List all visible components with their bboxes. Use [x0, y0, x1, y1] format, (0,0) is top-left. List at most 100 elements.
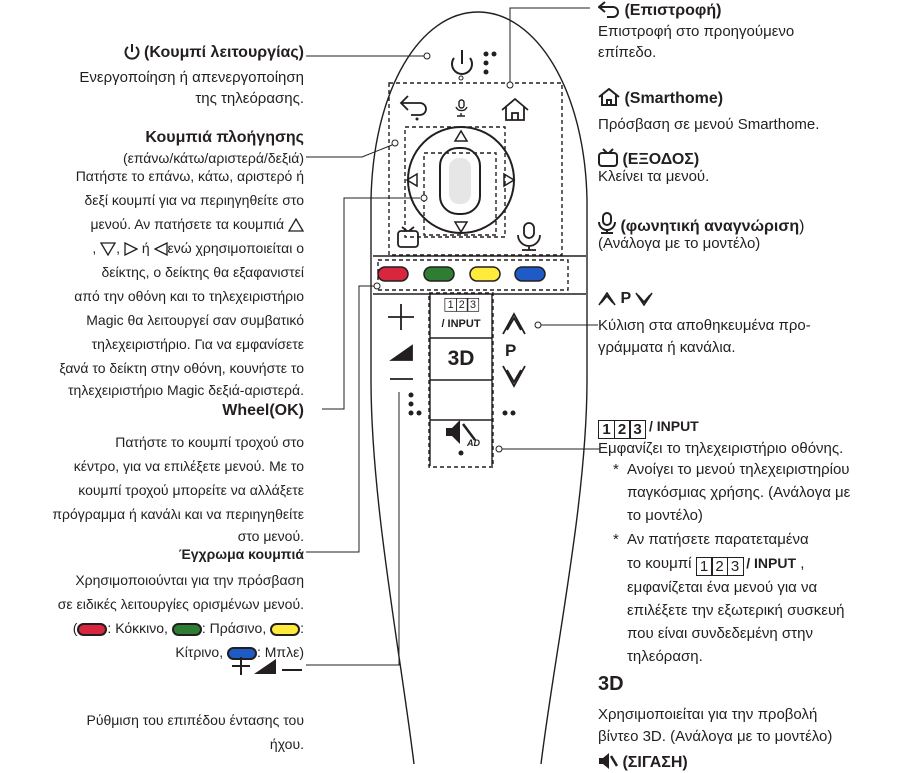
- up-triangle-icon: [288, 218, 304, 232]
- input-bullet1-line: παγκόσμιας χρήσης. (Ανάλογα με: [627, 484, 851, 501]
- power-desc-1: Ενεργοποίηση ή απενεργοποίηση: [79, 69, 304, 86]
- wheel-desc-line: κουμπί τροχού μπορείτε να αλλάξετε: [78, 482, 304, 498]
- input-dashed-area: [428, 292, 494, 468]
- input-desc: Εμφανίζει το τηλεχειριστήριο οθόνης.: [598, 440, 844, 457]
- remote-red-key: [377, 266, 409, 282]
- green-chip: [171, 623, 202, 636]
- exit-icon: [598, 148, 618, 167]
- home-desc: Πρόσβαση σε μενού Smarthome.: [598, 116, 820, 133]
- input-bullet2-line: εμφανίζεται ένα μενού για να: [627, 579, 818, 596]
- remote-channel-keys: [502, 312, 526, 388]
- voice-desc: (Ανάλογα με το μοντέλο): [598, 235, 761, 252]
- remote-p-label: P: [505, 341, 517, 360]
- channel-desc-line: γράμματα ή κανάλια.: [598, 339, 736, 356]
- power-icon: [124, 44, 140, 60]
- wheel-desc-line: Πατήστε το κουμπί τροχού στο: [115, 434, 304, 450]
- remote-exit-icon: [397, 226, 419, 248]
- remote-voice-icon: [517, 222, 541, 251]
- exit-desc: Κλείνει τα μενού.: [598, 168, 710, 185]
- channel-up-icon: [598, 292, 616, 306]
- remote-blue-key: [514, 266, 546, 282]
- three-d-desc-line: Χρησιμοποιείται για την προβολή: [598, 706, 818, 723]
- color-legend-line-1: (: Κόκκινο, : Πράσινο, :: [72, 620, 304, 636]
- color-desc-line: Χρησιμοποιούνται για την πρόσβαση: [75, 572, 304, 588]
- input-bullet1-line: το μοντέλο): [627, 507, 703, 524]
- nav-desc-line: , , ή ενώ χρησιμοποιείται ο: [92, 240, 304, 256]
- red-chip: [77, 623, 108, 636]
- bullet-mark: *: [613, 531, 619, 548]
- home-icon: [598, 88, 620, 106]
- right-triangle-icon: [124, 242, 138, 256]
- wheel-desc-line: κέντρο, για να επιλέξετε μενού. Με το: [73, 458, 304, 474]
- remote-volume-keys: [388, 304, 414, 380]
- remote-body: [370, 11, 588, 764]
- wheel-button: [439, 147, 481, 215]
- color-legend-line-2: Κίτρινο, : Μπλε): [175, 644, 304, 660]
- nav-desc-line: ξανά το δείκτη στην οθόνη, κουνήστε το: [59, 360, 304, 376]
- yellow-chip: [270, 623, 301, 636]
- power-desc-2: της τηλεόρασης.: [195, 90, 304, 107]
- nav-right-arrow: [503, 172, 516, 188]
- down-triangle-icon: [100, 242, 117, 256]
- left-triangle-icon: [153, 242, 168, 256]
- wheel-desc-line: στο μενού.: [237, 528, 304, 544]
- back-desc-line: Επιστροφή στο προηγούμενο: [598, 23, 795, 40]
- remote-mic-icon-small: [455, 99, 468, 117]
- nav-down-arrow: [453, 221, 469, 234]
- microphone-icon: [598, 212, 616, 234]
- home-heading: (Smarthome): [598, 88, 723, 109]
- wheel-desc-line: πρόγραμμα ή κανάλι και να περιηγηθείτε: [52, 506, 304, 522]
- channel-desc-line: Κύλιση στα αποθηκευμένα προ-: [598, 317, 811, 334]
- channel-down-icon: [635, 292, 653, 306]
- svg-text:AD: AD: [466, 438, 480, 448]
- volume-symbols-icon: [232, 657, 302, 675]
- wheel-dashed-area: [423, 152, 497, 236]
- color-heading: Έγχρωμα κουμπιά: [178, 546, 304, 562]
- nav-heading: Κουμπιά πλοήγησης: [145, 129, 304, 146]
- volume-icons: [232, 655, 304, 683]
- exit-heading: (ΕΞΟΔΟΣ): [598, 148, 699, 170]
- nav-desc-line: δείκτης, ο δείκτης θα εξαφανιστεί: [101, 264, 304, 280]
- nav-dirs: (επάνω/κάτω/αριστερά/δεξιά): [122, 150, 304, 166]
- channel-heading: P: [598, 288, 653, 309]
- input-bullet2-line: τηλεόραση.: [627, 648, 703, 665]
- nav-desc-line: μενού. Αν πατήσετε τα κουμπιά: [90, 214, 304, 234]
- remote-back-icon: [399, 95, 427, 116]
- remote-home-icon: [501, 97, 529, 121]
- three-d-heading: 3D: [598, 673, 624, 695]
- back-desc-line: επίπεδο.: [598, 44, 657, 61]
- remote-power-icon: [451, 50, 473, 75]
- input-bullet2-line: Αν πατήσετε παρατεταμένα: [627, 531, 809, 548]
- volume-desc-line: ήχου.: [269, 736, 304, 752]
- nav-up-arrow: [453, 129, 469, 142]
- nav-left-arrow: [405, 172, 418, 188]
- remote-3d-button[interactable]: 3D: [447, 347, 475, 370]
- input-bullet2-line: επιλέξετε την εξωτερική συσκευή: [627, 602, 845, 619]
- power-heading: (Κουμπί λειτουργίας): [124, 42, 304, 63]
- volume-desc-line: Ρύθμιση του επιπέδου έντασης του: [86, 712, 304, 728]
- color-desc-line: σε ειδικές λειτουργίες ορισμένων μενού.: [57, 596, 304, 612]
- back-heading: (Επιστροφή): [598, 0, 721, 21]
- remote-yellow-key: [469, 266, 501, 282]
- nav-desc-line: Magic θα λειτουργεί σαν συμβατικό: [86, 312, 304, 328]
- remote-mute-icon: AD: [446, 420, 480, 448]
- nav-desc-line: τηλεχειριστήριο Magic δεξιά-αριστερά.: [68, 382, 304, 398]
- input-bullet2-line: που είναι συνδεδεμένη στην: [627, 625, 813, 642]
- upper-dashed-area: [388, 82, 563, 256]
- three-d-desc-line: βίντεο 3D. (Ανάλογα με το μοντέλο): [598, 728, 833, 745]
- nav-desc-line: δεξί κουμπί για να περιηγηθείτε στο: [84, 192, 304, 208]
- wheel-heading: Wheel(OK): [222, 402, 304, 419]
- back-icon: [598, 1, 619, 18]
- mute-heading: (ΣΙΓΑΣΗ): [598, 752, 688, 773]
- voice-heading: (φωνητική αναγνώριση): [598, 212, 804, 237]
- nav-desc-line: Πατήστε το επάνω, κάτω, αριστερό ή: [75, 168, 304, 184]
- remote-dots: [415, 51, 497, 121]
- mute-icon: [599, 753, 618, 769]
